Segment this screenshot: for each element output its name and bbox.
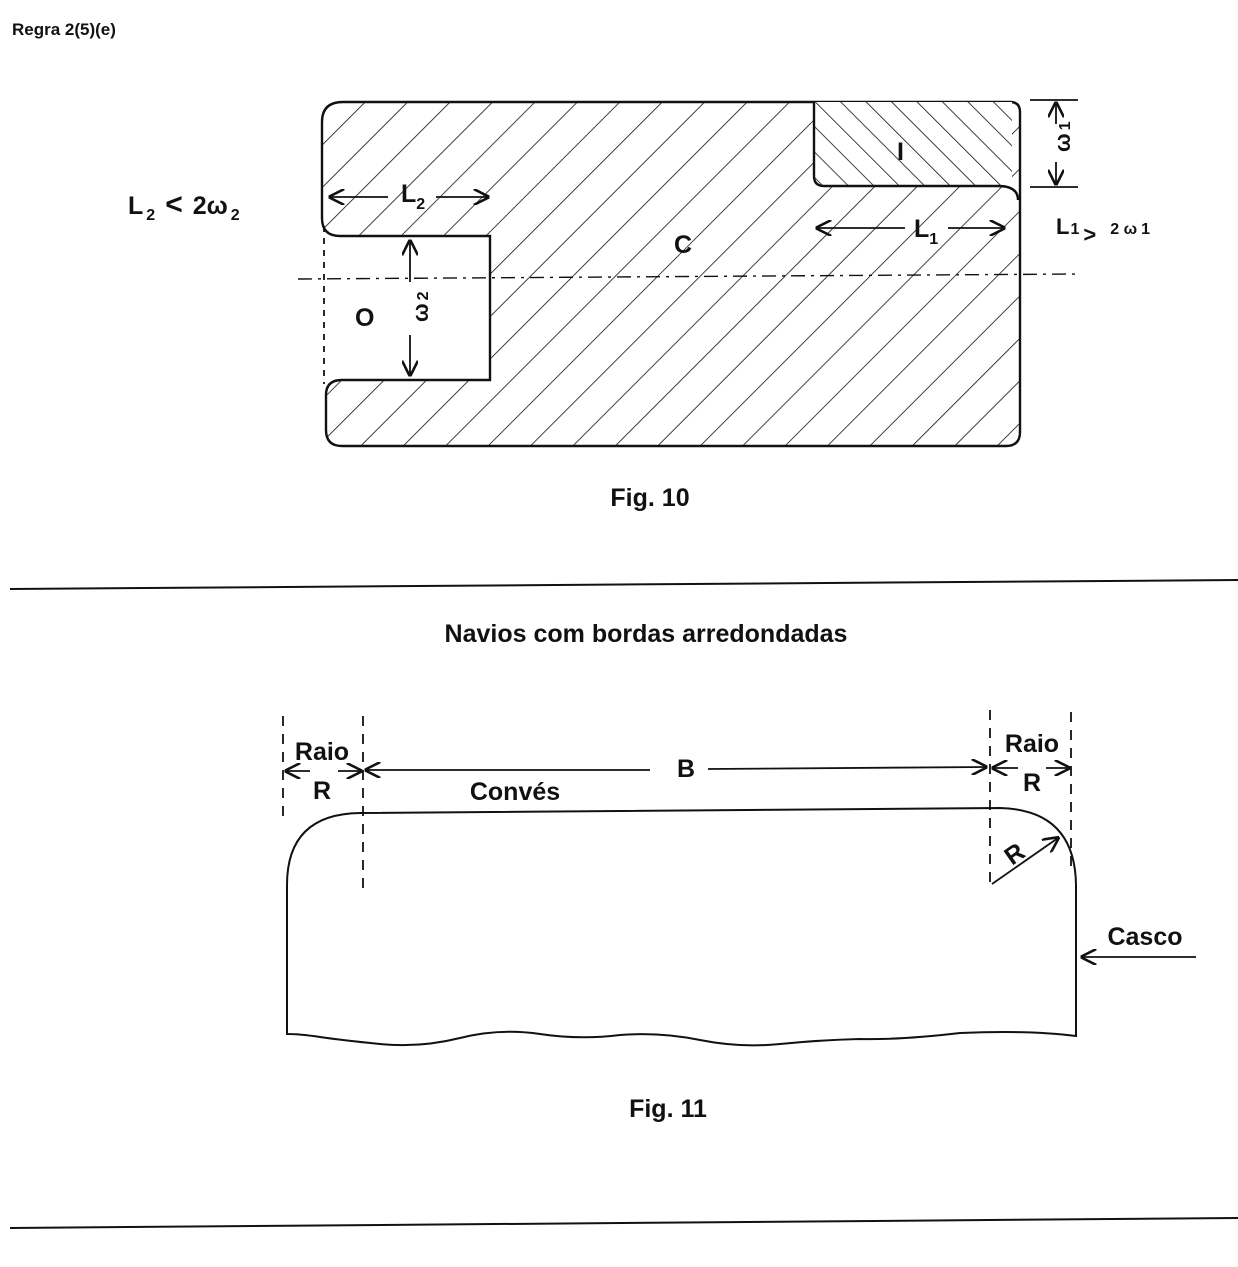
dim-label-l1: L1 (914, 215, 938, 248)
hull-profile (286, 806, 1077, 1047)
separator-line-2 (9, 1217, 1238, 1229)
region-label-i: I (897, 138, 904, 166)
label-r-right: R (1023, 769, 1041, 797)
inner-recess-hatch (814, 102, 1012, 186)
label-raio-left: Raio (295, 738, 349, 766)
breadth-arrow-right (707, 767, 986, 769)
dim-label-l2: L2 (401, 180, 425, 213)
region-label-c: C (674, 231, 692, 259)
inner-recess-outline (812, 102, 1020, 201)
separator-line-1 (9, 579, 1238, 590)
centre-line (297, 273, 1081, 280)
label-raio-right: Raio (1005, 730, 1059, 758)
label-radius-diagonal: R (999, 838, 1030, 871)
section-title: Navios com bordas arredondadas (445, 620, 848, 648)
figure-10-caption: Fig. 10 (610, 484, 689, 512)
label-deck: Convés (470, 778, 560, 806)
figure-11-caption: Fig. 11 (629, 1095, 707, 1123)
closed-structure-body (320, 100, 1022, 448)
radius-diagonal-arrow (991, 838, 1058, 885)
dim-label-w2: ω2 (408, 291, 433, 322)
region-label-o: O (355, 304, 374, 332)
dim-label-w1: ω1 (1050, 121, 1075, 152)
label-breadth: B (677, 755, 695, 783)
label-r-left: R (313, 777, 331, 805)
rule-reference: Regra 2(5)(e) (12, 20, 116, 39)
figure-11: Raio R Raio R B Convés R Casco Fig. 11 (282, 710, 1196, 1123)
label-hull: Casco (1107, 923, 1182, 951)
